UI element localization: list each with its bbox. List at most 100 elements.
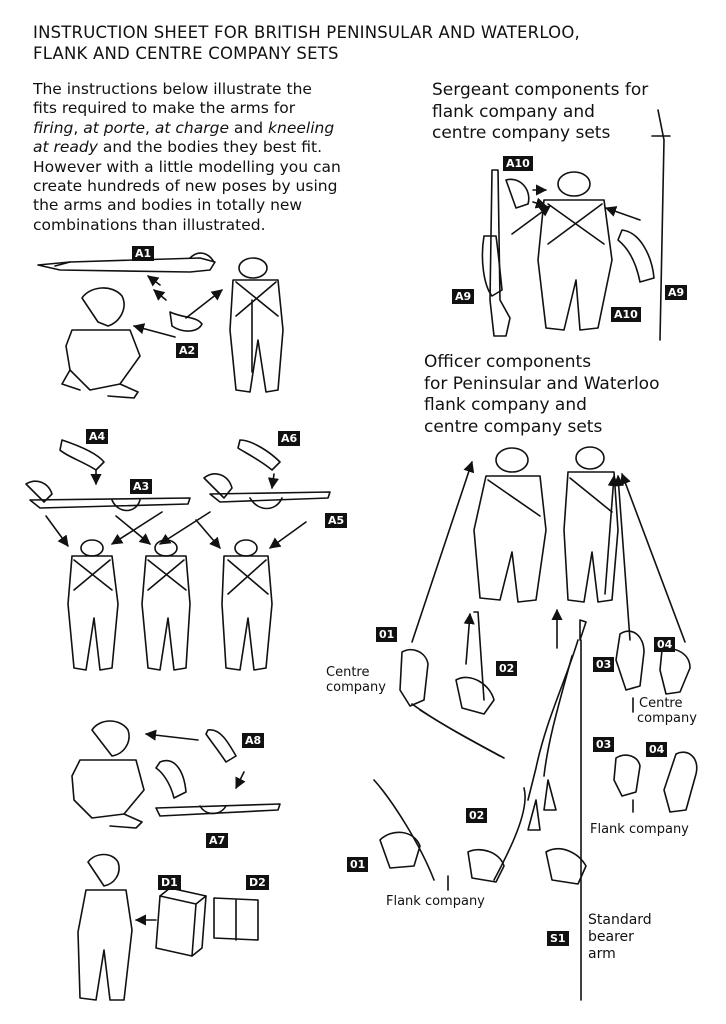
arrow <box>153 289 167 301</box>
part-badge-o02-top: 02 <box>496 661 518 676</box>
arrow <box>604 474 619 595</box>
musket-a1-illustration <box>37 252 216 273</box>
part-badge-o01-top: 01 <box>376 627 398 642</box>
officer-arm-02-flank-illustration <box>467 787 526 883</box>
part-badge-o03-mid: 03 <box>593 737 615 752</box>
arrow <box>132 323 176 338</box>
arrow <box>195 519 221 549</box>
label-line: Standard <box>588 912 652 928</box>
arm-a2-illustration <box>169 311 203 332</box>
standing-body-illustration <box>221 539 273 671</box>
label-line: Centre <box>639 696 683 711</box>
flank-company-label-right: Flank company <box>590 822 689 837</box>
officer-heading-line: Officer components <box>424 352 592 372</box>
arm-a4-illustration <box>59 439 105 471</box>
part-badge-o02-bottom: 02 <box>466 808 488 823</box>
arrow <box>144 729 199 741</box>
standard-bearer-label: Standard bearer arm <box>588 912 652 963</box>
sergeant-heading-line: Sergeant components for <box>432 80 649 100</box>
centre-company-label-right: Centre company <box>637 696 697 726</box>
part-badge-a9-left: A9 <box>452 289 475 304</box>
standard-pole-s1-illustration <box>527 619 587 1001</box>
officer-arm-03-flank-illustration <box>613 754 641 797</box>
part-badge-a4: A4 <box>86 429 109 444</box>
part-badge-o04-mid: 04 <box>646 742 668 757</box>
arrow <box>620 472 686 643</box>
officer-arm-01-centre-illustration <box>399 648 505 759</box>
arrow <box>604 206 641 221</box>
officer-arm-04-centre-illustration <box>659 648 691 695</box>
officer-heading-line: for Peninsular and Waterloo <box>424 373 660 394</box>
arrow <box>463 612 475 665</box>
officer-heading-line: centre company sets <box>424 416 603 437</box>
part-badge-a2: A2 <box>176 343 199 358</box>
arrow <box>45 515 69 547</box>
part-badge-a3: A3 <box>130 479 153 494</box>
centre-company-label-left: Centre company <box>326 665 386 695</box>
sergeant-heading-line: centre company sets <box>432 123 611 143</box>
part-badge-a9-right: A9 <box>665 285 688 300</box>
arrow <box>111 511 163 545</box>
officer-heading-line: flank company and <box>424 395 587 415</box>
arm-a6-illustration <box>237 439 281 471</box>
part-badge-a8: A8 <box>242 733 265 748</box>
part-badge-a5: A5 <box>325 513 348 528</box>
arrow <box>159 511 211 545</box>
kneeling-body-a2-illustration <box>61 287 141 399</box>
label-line: Centre <box>326 665 370 680</box>
intro-line: create hundreds of new poses by using <box>33 177 338 196</box>
standard-bearer-arm-illustration <box>545 848 587 885</box>
part-badge-o04-top: 04 <box>654 637 676 652</box>
flank-company-label-bottom: Flank company <box>386 894 485 909</box>
part-badge-a10-bottom: A10 <box>611 307 641 322</box>
cartridge-box-d2-illustration <box>213 897 259 941</box>
sergeant-arm-left-illustration <box>481 235 503 297</box>
officer-body-right-illustration <box>563 446 619 603</box>
part-badge-o01-bottom: 01 <box>347 857 369 872</box>
arrow <box>267 473 279 490</box>
sergeant-musket-a9-illustration <box>489 169 511 337</box>
sergeant-arm-right-illustration <box>617 229 655 283</box>
label-line: bearer <box>588 929 634 945</box>
arrow <box>185 289 223 319</box>
part-badge-a10-top: A10 <box>503 156 533 171</box>
sergeant-body-illustration <box>537 171 613 331</box>
musket-a3-illustration <box>25 480 191 512</box>
arrow <box>115 515 151 545</box>
intro-line: at ready and the bodies they best fit. <box>33 138 323 157</box>
cartridge-box-d1-illustration <box>155 887 207 957</box>
title-line-2: FLANK AND CENTRE COMPANY SETS <box>33 44 339 63</box>
intro-line: the arms and bodies in totally new <box>33 196 303 215</box>
musket-a7-illustration <box>155 803 281 817</box>
part-badge-d1: D1 <box>158 875 181 890</box>
part-badge-a1: A1 <box>132 246 155 261</box>
arrow <box>269 521 307 549</box>
arrow <box>411 460 475 643</box>
officer-arm-04-flank-illustration <box>663 751 698 813</box>
standing-body-a1-illustration <box>229 257 284 393</box>
kneeling-body-a8-illustration <box>71 720 145 829</box>
officer-heading: Officer components for Peninsular and Wa… <box>424 352 660 438</box>
standing-body-illustration <box>67 539 119 671</box>
arrow <box>147 275 161 287</box>
officer-arm-01-flank-illustration <box>373 779 435 881</box>
sergeant-pike-a9-illustration <box>651 109 671 341</box>
intro-line: combinations than illustrated. <box>33 215 266 234</box>
sergeant-heading-line: flank company and <box>432 101 595 122</box>
label-line: company <box>326 680 386 695</box>
intro-line: fits required to make the arms for <box>33 99 296 118</box>
standing-body-illustration <box>141 539 191 671</box>
intro-paragraph: The instructions below illustrate the fi… <box>33 80 403 235</box>
part-badge-o03-top: 03 <box>593 657 615 672</box>
part-badge-a7: A7 <box>206 833 229 848</box>
title-line-1: INSTRUCTION SHEET FOR BRITISH PENINSULAR… <box>33 23 580 42</box>
officer-arm-03-centre-illustration <box>615 630 645 691</box>
part-badge-a6: A6 <box>278 431 301 446</box>
part-badge-s1: S1 <box>547 931 569 946</box>
arrow <box>511 205 551 235</box>
sergeant-heading: Sergeant components for flank company an… <box>432 80 648 145</box>
arrow <box>235 771 246 790</box>
intro-line: However with a little modelling you can <box>33 157 341 176</box>
musket-a5-illustration <box>203 473 331 510</box>
arrow <box>613 474 631 641</box>
